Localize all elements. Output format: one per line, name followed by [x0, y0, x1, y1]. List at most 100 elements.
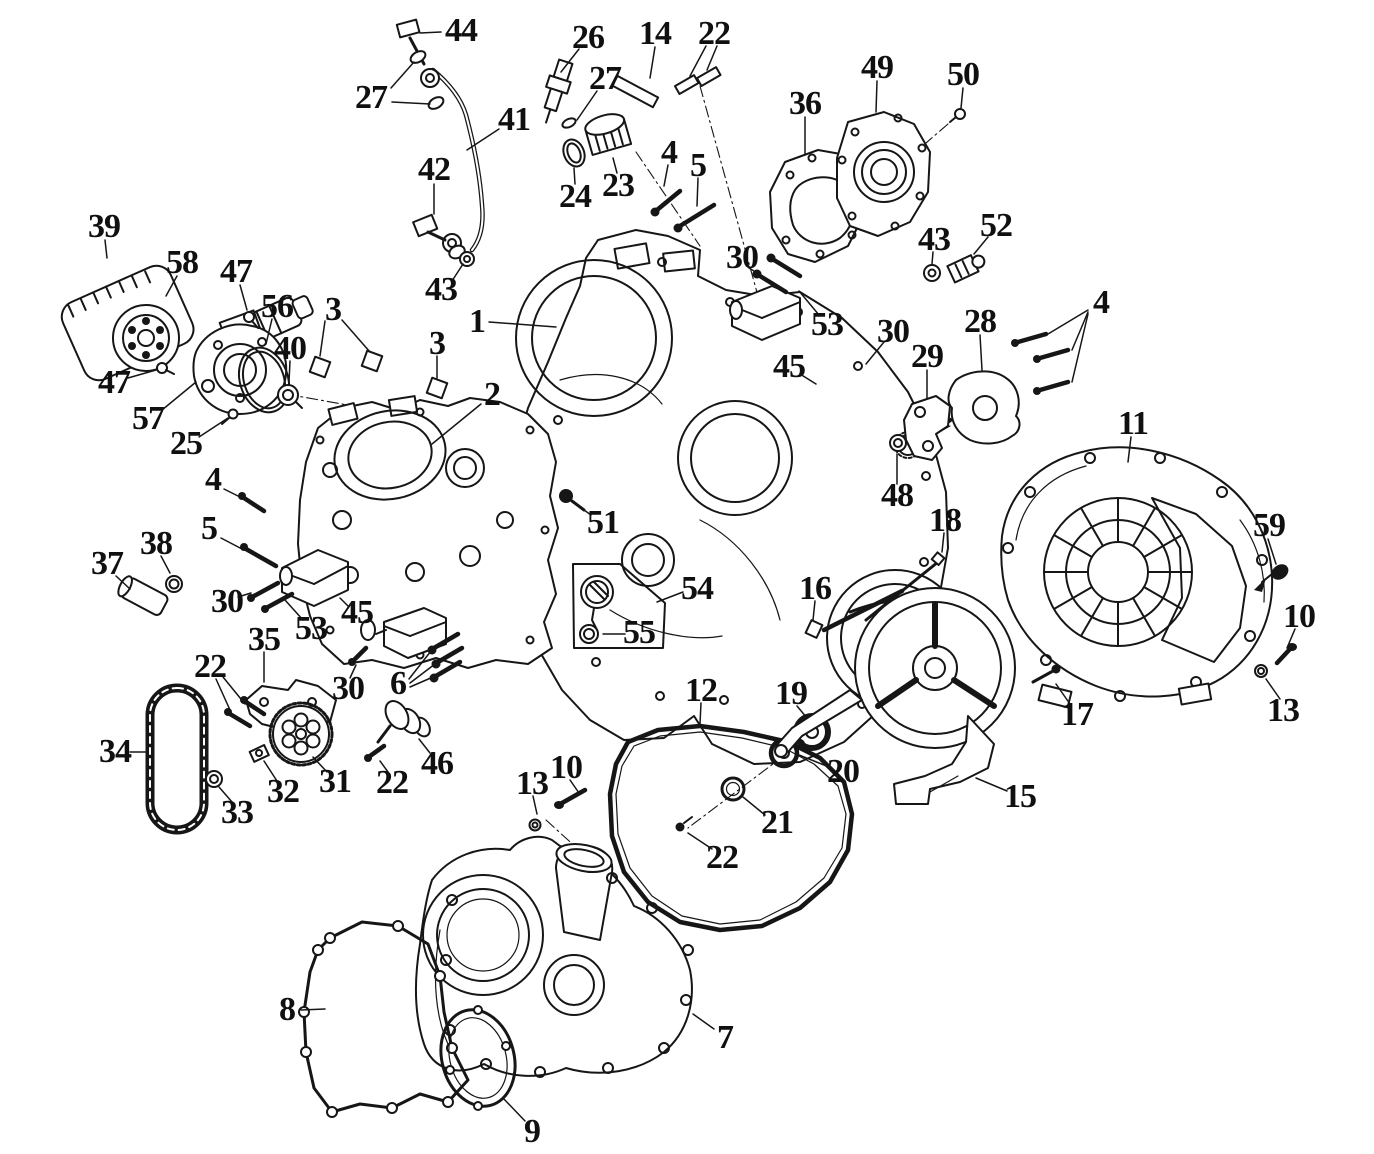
leader-line-43-16 — [931, 251, 934, 265]
callout-number: 38 — [140, 525, 173, 562]
part-18-rod-drawing — [864, 551, 946, 622]
part-48-nut-drawing — [889, 434, 907, 452]
leader-line-39-18 — [104, 239, 108, 259]
part-17-bolt-drawing — [1031, 664, 1061, 684]
leader-line-15-62 — [975, 777, 1008, 792]
callout-number: 59 — [1253, 507, 1286, 544]
callout-number: 39 — [88, 208, 121, 245]
callout-number: 3 — [325, 291, 342, 328]
callout-47-24: 47 — [98, 366, 131, 400]
callout-19-57: 19 — [775, 677, 808, 711]
callout-39-18: 39 — [88, 208, 121, 245]
callout-10-58: 10 — [1283, 600, 1316, 634]
callout-number: 46 — [421, 745, 454, 782]
part-25-bolt-drawing — [221, 408, 239, 425]
callout-27-6: 27 — [589, 62, 622, 96]
callout-30-49: 30 — [332, 672, 365, 706]
leader-line-23-10 — [612, 157, 618, 174]
part-49-bearing-cover-drawing — [836, 111, 931, 237]
part-52-fitting-drawing — [946, 254, 986, 284]
callout-22-71: 22 — [376, 766, 409, 800]
callout-45-33: 45 — [773, 350, 806, 384]
callout-49-14: 49 — [861, 51, 894, 85]
callout-number: 47 — [220, 253, 253, 290]
callout-number: 14 — [639, 15, 672, 52]
part-10-bolt-right-drawing — [1274, 643, 1297, 666]
callout-31-70: 31 — [319, 765, 352, 799]
callout-8-73: 8 — [279, 993, 296, 1027]
part-47-bolts-drawing — [156, 311, 259, 375]
leader-line-38-42 — [160, 555, 171, 574]
callout-number: 13 — [516, 765, 549, 802]
callout-number: 48 — [881, 477, 914, 514]
leader-line-45-33 — [799, 373, 817, 385]
callout-number: 56 — [261, 288, 294, 325]
callout-number: 30 — [726, 239, 759, 276]
callout-number: 5 — [201, 510, 218, 547]
callout-28-35: 28 — [964, 303, 997, 340]
callout-14-7: 14 — [639, 15, 672, 52]
part-6-bolts-drawing — [427, 631, 465, 683]
part-22-bolt-bottom-drawing — [675, 816, 693, 832]
part-32-washer-drawing — [248, 744, 270, 763]
callout-57-25: 57 — [132, 400, 165, 437]
callout-number: 30 — [211, 583, 244, 620]
part-44-banjo-bolt-drawing — [395, 18, 445, 110]
callout-40-23: 40 — [274, 332, 307, 366]
callout-number: 18 — [929, 502, 962, 539]
leader-line-22-48 — [222, 676, 246, 705]
callout-number: 1 — [469, 303, 486, 340]
part-26-spark-plug-drawing — [543, 58, 577, 129]
callout-number: 36 — [789, 85, 822, 122]
callout-number: 5 — [690, 147, 707, 184]
leader-line-16-53 — [812, 600, 816, 621]
callout-number: 57 — [132, 400, 165, 437]
leader-line-14-7 — [649, 46, 656, 79]
callout-5-12: 5 — [690, 147, 707, 184]
callout-number: 2 — [484, 376, 501, 413]
part-13-nut-left-drawing — [528, 818, 542, 832]
part-45-oil-pump-drawing — [247, 549, 349, 613]
leader-line-37-43 — [115, 575, 131, 590]
callout-number: 43 — [918, 221, 951, 258]
callout-53-31: 53 — [811, 306, 844, 343]
callout-number: 28 — [964, 303, 997, 340]
callout-17-60: 17 — [1061, 698, 1094, 732]
callout-42-3: 42 — [418, 153, 451, 187]
callout-number: 21 — [761, 804, 794, 841]
leader-line-49-14 — [875, 80, 878, 113]
leader-line-6-50 — [408, 650, 432, 680]
callout-46-72: 46 — [421, 745, 454, 782]
callout-30-32: 30 — [877, 315, 910, 349]
leader-line-21-65 — [742, 796, 766, 816]
part-7-cover-drawing — [414, 835, 694, 1078]
part-31-sprocket-drawing — [268, 701, 334, 767]
leader-line-4-40 — [223, 488, 243, 499]
callout-number: 27 — [355, 79, 388, 116]
callout-2-29: 2 — [484, 376, 501, 413]
leader-line-4-36 — [1071, 311, 1089, 351]
callout-52-17: 52 — [980, 209, 1013, 243]
leader-line-3-22 — [319, 320, 326, 357]
callout-4-36: 4 — [1093, 286, 1110, 320]
callout-10-64: 10 — [550, 751, 583, 785]
callout-number: 23 — [602, 167, 635, 204]
part-10-bolt-left-drawing — [554, 787, 588, 809]
leader-line-8-73 — [300, 1008, 326, 1011]
leader-line-3-22 — [341, 319, 371, 353]
callout-12-56: 12 — [685, 674, 718, 708]
callout-number: 6 — [390, 665, 407, 702]
callout-number: 53 — [811, 306, 844, 343]
part-34-chain-drawing — [145, 683, 209, 835]
leader-line-25-26 — [198, 417, 229, 438]
callout-22-66: 22 — [706, 841, 739, 875]
part-1-crankcase-drawing — [507, 229, 964, 765]
callout-number: 4 — [205, 461, 222, 498]
callout-number: 35 — [248, 621, 281, 658]
callout-5-41: 5 — [201, 510, 218, 547]
callout-number: 50 — [947, 56, 980, 93]
callout-number: 51 — [587, 504, 620, 541]
part-40-plug-drawing — [277, 384, 303, 409]
part-54-dipstick-inset-drawing — [572, 563, 666, 649]
